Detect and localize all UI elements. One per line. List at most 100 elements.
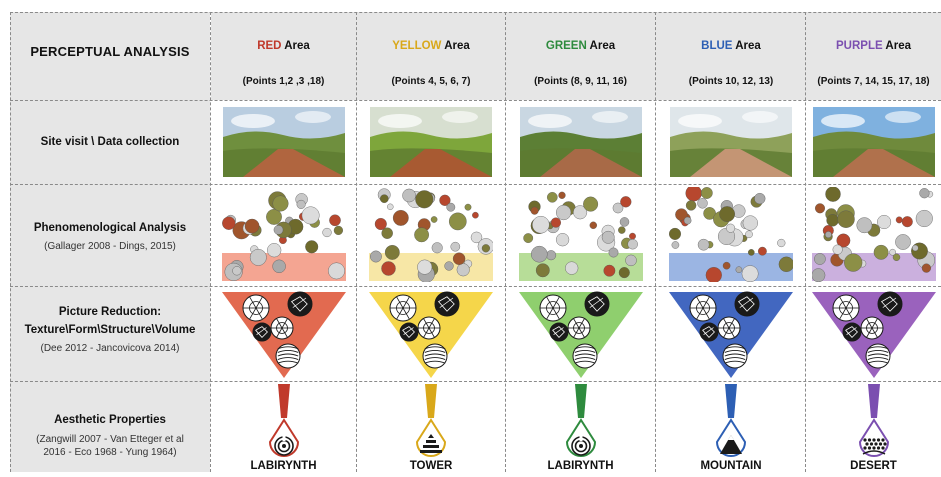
texture-circle	[700, 187, 713, 199]
photo-road	[539, 149, 642, 177]
pattern-circle	[270, 316, 293, 340]
phenomenological-collage	[668, 184, 795, 284]
texture-circle	[301, 206, 320, 225]
texture-circle	[824, 186, 841, 202]
texture-circle	[683, 216, 692, 225]
pattern-circle	[860, 316, 883, 340]
texture-circle	[470, 231, 483, 244]
texture-circle	[888, 248, 896, 256]
texture-circle	[271, 259, 286, 274]
texture-circle	[901, 216, 913, 228]
texture-circle	[328, 214, 341, 227]
mountain-icon	[711, 418, 751, 460]
texture-circle	[619, 196, 631, 208]
texture-circle	[374, 218, 387, 231]
texture-circle	[719, 206, 735, 223]
texture-circle	[722, 261, 731, 270]
desert-icon	[854, 418, 894, 460]
texture-circle	[439, 194, 451, 206]
grid-line	[10, 100, 941, 101]
area-heading: PURPLE Area	[806, 40, 941, 52]
texture-circle	[530, 245, 548, 263]
texture-circle	[911, 244, 919, 252]
texture-circle	[481, 244, 491, 253]
texture-circle	[535, 263, 550, 278]
phenomenological-collage	[369, 187, 495, 283]
aesthetic-ref-line-1: (Zangwill 2007 - Van Etteger et al	[36, 434, 184, 445]
grid-line	[356, 12, 357, 472]
texture-circle	[449, 212, 467, 231]
color-band	[669, 253, 793, 281]
texture-circle	[392, 210, 409, 226]
texture-circle	[564, 261, 578, 275]
texture-circle	[626, 239, 638, 250]
grid-line	[10, 286, 941, 287]
aesthetic-title: Aesthetic Properties	[54, 414, 166, 426]
pattern-circle	[422, 343, 448, 369]
picture-reduction-label: Picture Reduction: Texture\Form\Structur…	[10, 306, 210, 356]
texture-circle	[387, 203, 394, 210]
area-color-word: YELLOW	[392, 40, 442, 52]
drop-outline	[858, 418, 889, 457]
texture-circle	[811, 268, 825, 283]
area-word: Area	[732, 40, 761, 52]
area-color-word: GREEN	[545, 40, 587, 52]
pattern-circle	[275, 343, 300, 369]
photo-cloud	[527, 114, 572, 128]
texture-circle	[456, 263, 470, 277]
phenomenological-collage	[518, 187, 643, 282]
texture-circle	[735, 266, 743, 273]
texture-circle	[446, 202, 456, 212]
area-heading: YELLOW Area	[357, 40, 505, 52]
grid-line	[505, 12, 506, 472]
site-visit-label: Site visit \ Data collection	[40, 136, 180, 148]
area-points: (Points 7, 14, 15, 17, 18)	[817, 76, 930, 87]
area-word: Area	[586, 40, 616, 52]
aesthetic-name: MOUNTAIN	[700, 460, 762, 472]
area-points: (Points 10, 12, 13)	[688, 76, 774, 87]
texture-circle	[550, 217, 561, 228]
pattern-circle	[539, 294, 566, 322]
texture-circle	[265, 209, 282, 225]
texture-circle	[321, 227, 332, 238]
texture-circle	[430, 216, 438, 223]
photo-cloud	[742, 111, 778, 123]
pattern-circle	[734, 291, 760, 317]
phenomenological-title: Phenomenological Analysis	[33, 222, 187, 234]
texture-circle	[272, 195, 289, 212]
texture-circle	[618, 267, 630, 279]
phenomenological-collage	[811, 186, 936, 283]
texture-circle	[464, 203, 472, 211]
texture-circle	[402, 188, 416, 203]
phenomenological-label: Phenomenological Analysis (Gallager 2008…	[10, 222, 210, 254]
grid-line	[10, 184, 941, 185]
texture-circle	[221, 216, 236, 230]
texture-circle	[608, 247, 618, 258]
texture-circle	[557, 191, 566, 199]
photo-cloud	[820, 114, 865, 128]
area-points: (Points 4, 5, 6, 7)	[391, 76, 471, 87]
area-word: Area	[882, 40, 911, 52]
texture-circle	[417, 259, 433, 275]
reduction-funnel	[369, 290, 493, 420]
pattern-circle	[689, 294, 717, 322]
texture-circle	[675, 208, 688, 221]
texture-circle	[384, 245, 400, 260]
texture-circle	[601, 230, 615, 244]
labyrinth-icon	[561, 418, 601, 460]
texture-circle	[380, 194, 389, 203]
texture-circle	[273, 225, 283, 235]
texture-circle	[582, 196, 598, 212]
texture-circle	[617, 226, 626, 234]
site-photo	[670, 107, 792, 177]
texture-circle	[381, 227, 393, 239]
texture-circle	[612, 202, 623, 214]
texture-circle	[472, 211, 479, 219]
pattern-circle	[389, 294, 417, 322]
texture-circle	[921, 263, 931, 273]
site-photo	[519, 107, 642, 177]
texture-circle	[296, 199, 306, 209]
texture-circle	[843, 253, 862, 272]
texture-circle	[748, 249, 755, 256]
texture-circle	[572, 205, 587, 220]
